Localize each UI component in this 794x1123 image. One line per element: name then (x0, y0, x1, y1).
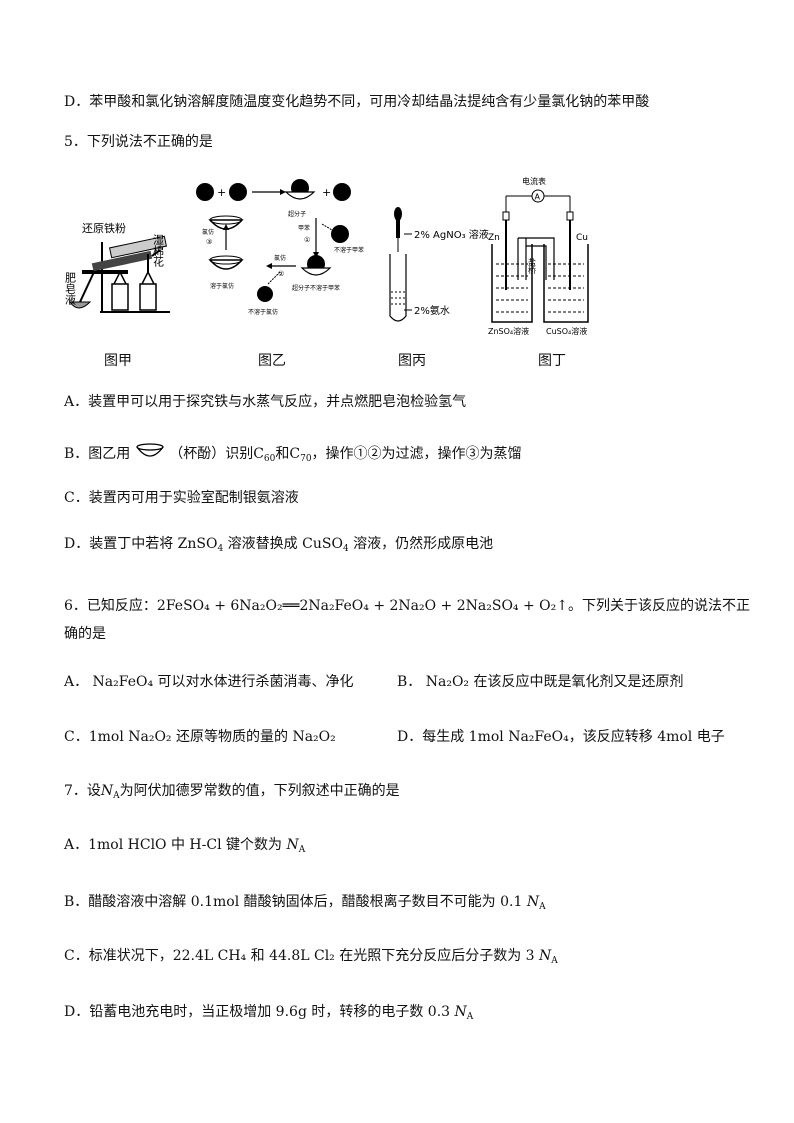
q7-option-a: A．1mol HClO 中 H-Cl 键个数为 NA (64, 835, 305, 860)
q5-option-d: D．装置丁中若将 ZnSO4 溶液替换成 CuSO4 溶液，仍然形成原电池 (64, 534, 493, 559)
q7-a-text: A．1mol HClO 中 H-Cl 键个数为 (64, 837, 283, 853)
c70-subscript: 70 (300, 454, 312, 464)
q7-a-na-sub: A (298, 845, 306, 855)
q5-d-sub1: 4 (217, 544, 224, 554)
q7-stem-prefix: 7．设 (64, 783, 101, 799)
fig-jia-cotton-label: 湿棉花 (152, 234, 165, 267)
yi-supramolecule: 超分子 (288, 210, 306, 218)
q6-stem-line1: 6．已知反应：2FeSO₄ + 6Na₂O₂══2Na₂FeO₄ + 2Na₂O… (64, 596, 750, 616)
ding-cu-label: Cu (576, 233, 588, 243)
fig-bing-apparatus: 2% AgNO₃ 溶液 2%氨水 (389, 207, 489, 322)
q5-figures: 肥皂液 还原铁粉 湿棉花 + + 超分子 甲苯 ① 不溶于甲苯 超分子不溶于甲苯… (64, 176, 589, 336)
q7-c-na-sub: A (551, 956, 558, 966)
fig-yi-caption: 图乙 (258, 353, 286, 369)
yi-toluene: 甲苯 (298, 224, 310, 232)
q7-b-na-sub: A (539, 902, 546, 912)
q7-c-text: C．标准状况下，22.4L CH₄ 和 44.8L Cl₂ 在光照下充分反应后分… (64, 948, 535, 964)
q6-stem-suffix: 。下列关于该反应的说法不正 (567, 598, 750, 614)
q7-option-c: C．标准状况下，22.4L CH₄ 和 44.8L Cl₂ 在光照下充分反应后分… (64, 946, 558, 971)
q5-d-sub2: 4 (342, 544, 349, 554)
q5-d-mid: 溶液替换成 CuSO (223, 536, 343, 552)
q6-option-b: B． Na₂O₂ 在该反应中既是氧化剂又是还原剂 (397, 674, 684, 690)
q7-b-na: N (526, 894, 540, 910)
q5-stem: 5．下列说法不正确的是 (64, 134, 213, 150)
bing-agno3-label: 2% AgNO₃ 溶液 (414, 228, 489, 241)
q6-stem-prefix: 6．已知反应： (64, 598, 157, 614)
yi-step1: ① (304, 236, 310, 244)
ding-zn-label: Zn (488, 233, 500, 243)
q6-equation: 2FeSO₄ + 6Na₂O₂══2Na₂FeO₄ + 2Na₂O + 2Na₂… (156, 598, 568, 614)
plus-sign-2: + (322, 186, 331, 199)
ding-cuso4-label: CuSO₄溶液 (546, 326, 587, 336)
bing-ammonia-label: 2%氨水 (414, 304, 450, 317)
q5-b-post: ，操作①②为过滤，操作③为蒸馏 (311, 446, 522, 462)
q4-option-d: D．苯甲酸和氯化钠溶解度随温度变化趋势不同，可用冷却结晶法提纯含有少量氯化钠的苯… (64, 94, 650, 110)
yi-insoluble-toluene: 不溶于甲苯 (334, 246, 364, 254)
fig-jia-caption: 图甲 (104, 353, 132, 369)
q7-option-b: B．醋酸溶液中溶解 0.1mol 醋酸钠固体后，醋酸根离子数目不可能为 0.1 … (64, 892, 546, 917)
bowl-icon (136, 443, 164, 457)
fig-ding-apparatus: A 电流表 Zn Cu 盐桥 ZnSO₄溶液 CuSO₄溶液 (488, 176, 589, 336)
yi-chloroform: 氯仿 (274, 254, 286, 262)
ding-bridge-label: 盐桥 (528, 257, 537, 275)
ding-meter-symbol: A (535, 193, 541, 202)
q7-d-text: D．铅蓄电池充电时，当正极增加 9.6g 时，转移的电子数 0.3 (64, 1004, 451, 1020)
plus-sign: + (217, 186, 226, 199)
q6-option-a: A． Na₂FeO₄ 可以对水体进行杀菌消毒、净化 (64, 674, 354, 690)
q7-stem: 7．设NA为阿伏加德罗常数的值，下列叙述中正确的是 (64, 781, 400, 806)
yi-soluble-chloroform: 溶于氯仿 (210, 282, 234, 290)
q7-b-text: B．醋酸溶液中溶解 0.1mol 醋酸钠固体后，醋酸根离子数目不可能为 0.1 (64, 894, 523, 910)
q5-d-pre: D．装置丁中若将 ZnSO (64, 536, 218, 552)
fig-yi-diagram: + + 超分子 甲苯 ① 不溶于甲苯 超分子不溶于甲苯 氯仿 ② 不溶于氯仿 溶… (196, 179, 364, 316)
q5-option-c: C．装置丙可用于实验室配制银氨溶液 (64, 490, 299, 506)
yi-left-chloroform: 氯仿 (202, 228, 214, 236)
fig-jia-soap-label: 肥皂液 (64, 272, 77, 306)
q7-c-na: N (539, 948, 552, 964)
yi-super-insoluble: 超分子不溶于甲苯 (292, 284, 340, 292)
fig-jia-apparatus: 肥皂液 还原铁粉 湿棉花 (64, 222, 170, 313)
c60-subscript: 60 (263, 454, 276, 464)
q5-option-b: B．图乙用 （杯酚）识别C60和C70，操作①②为过滤，操作③为蒸馏 (64, 443, 522, 469)
fig-ding-caption: 图丁 (538, 353, 566, 369)
q7-stem-suffix: 为阿伏加德罗常数的值，下列叙述中正确的是 (119, 783, 400, 799)
q7-d-na-sub: A (466, 1012, 474, 1022)
q7-na-symbol: N (100, 783, 114, 799)
fig-bing-caption: 图丙 (398, 353, 426, 369)
q6-option-c: C．1mol Na₂O₂ 还原等物质的量的 Na₂O₂ (64, 729, 336, 745)
q6-stem-line2: 确的是 (64, 626, 106, 642)
ding-meter-label: 电流表 (522, 176, 546, 186)
q7-na-sub: A (113, 791, 120, 801)
yi-step2: ② (278, 270, 284, 278)
q5-b-and: 和C (275, 446, 301, 462)
q7-a-na: N (286, 837, 299, 853)
fig-jia-iron-label: 还原铁粉 (82, 222, 126, 235)
q7-option-d: D．铅蓄电池充电时，当正极增加 9.6g 时，转移的电子数 0.3 NA (64, 1002, 473, 1027)
ding-znso4-label: ZnSO₄溶液 (488, 326, 529, 336)
q6-option-d: D．每生成 1mol Na₂FeO₄，该反应转移 4mol 电子 (397, 729, 725, 745)
q5-option-a: A．装置甲可以用于探究铁与水蒸气反应，并点燃肥皂泡检验氢气 (64, 394, 467, 410)
yi-insoluble-chloroform: 不溶于氯仿 (248, 308, 278, 316)
q5-d-post: 溶液，仍然形成原电池 (348, 536, 494, 552)
q5-b-mid: （杯酚）识别C (169, 446, 264, 462)
yi-step3: ③ (206, 238, 212, 246)
q7-d-na: N (454, 1004, 467, 1020)
q5-b-prefix: B．图乙用 (64, 446, 131, 462)
